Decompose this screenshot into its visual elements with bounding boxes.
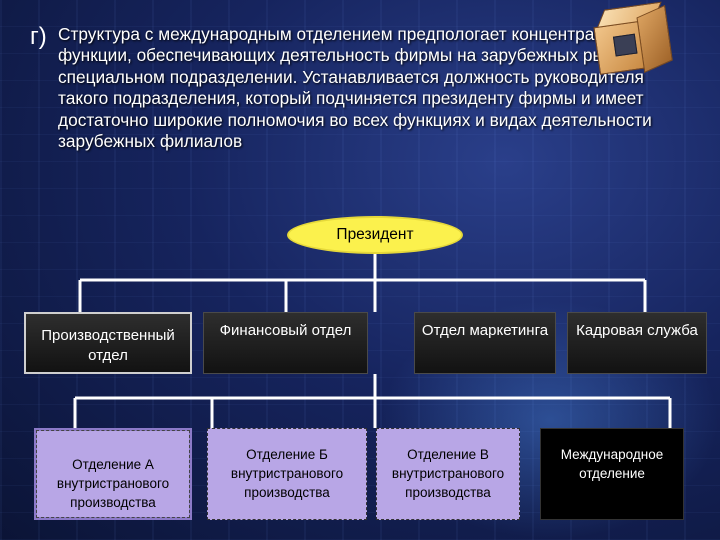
branch-label: Международное отделение — [560, 447, 664, 481]
department-marketing: Отдел маркетинга — [414, 312, 556, 374]
department-label: Кадровая служба — [576, 322, 698, 339]
president-label: Президент — [336, 226, 414, 243]
branch-label: Отделение А внутристранового производств… — [56, 457, 170, 510]
branch-label: Отделение В внутристранового производств… — [391, 447, 505, 500]
description-paragraph: Структура с международным отделением пре… — [58, 24, 668, 152]
branch-a: Отделение А внутристранового производств… — [34, 428, 192, 520]
department-label: Финансовый отдел — [219, 322, 352, 339]
department-production: Производственный отдел — [24, 312, 192, 374]
department-label: Производственный отдел — [41, 327, 175, 364]
item-letter: г) — [30, 23, 47, 50]
branch-international: Международное отделение — [540, 428, 684, 520]
branch-v: Отделение В внутристранового производств… — [376, 428, 520, 520]
branch-label: Отделение Б внутристранового производств… — [230, 447, 344, 500]
department-label: Отдел маркетинга — [421, 322, 549, 339]
president-node: Президент — [287, 216, 463, 254]
department-hr: Кадровая служба — [567, 312, 707, 374]
department-finance: Финансовый отдел — [203, 312, 368, 374]
branch-b: Отделение Б внутристранового производств… — [207, 428, 367, 520]
heading-text-block: г) Структура с международным отделением … — [30, 24, 670, 152]
